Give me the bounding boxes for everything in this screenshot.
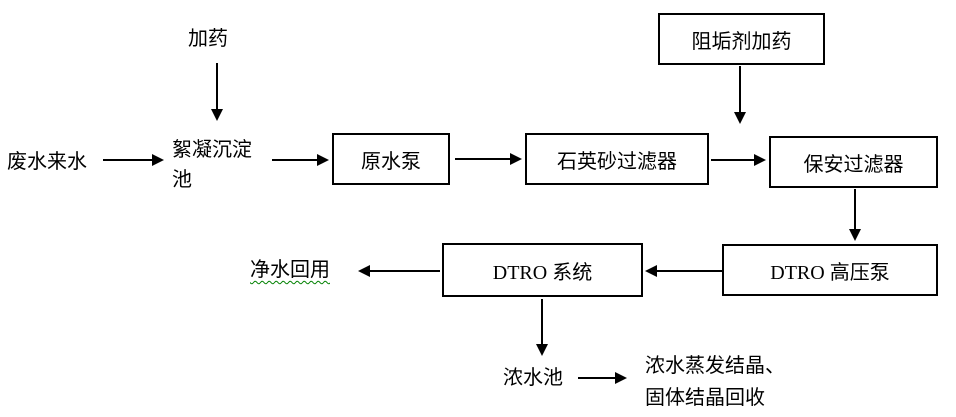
arrow-antiscalant-to-filter-line [734,66,746,124]
label-clean-water-reuse: 净水回用 [250,259,330,281]
node-antiscalant-dosing: 阻垢剂加药 [658,13,825,65]
arrow-dtro-pump-to-dtro-system [645,265,722,277]
arrow-dosing-to-flocculation-tank [211,63,223,121]
label-wastewater-inflow: 废水来水 [7,151,87,173]
node-quartz-sand-filter: 石英砂过滤器 [525,133,709,185]
node-dtro-high-pressure-pump: DTRO 高压泵 [722,244,938,296]
arrow-concentrate-tank-to-evaporation [578,372,627,384]
node-dtro-system: DTRO 系统 [442,243,643,297]
arrow-dtro-system-to-concentrate-tank [536,299,548,356]
node-cartridge-filter: 保安过滤器 [769,136,938,188]
label-dosing: 加药 [188,28,228,50]
arrow-cartridge-filter-to-dtro-pump [849,189,861,241]
arrow-quartz-sand-filter-to-cartridge-filter [711,154,766,166]
arrow-wastewater-to-flocculation-tank [103,154,164,166]
arrow-flocculation-tank-to-raw-water-pump [272,154,329,166]
label-concentrate-tank: 浓水池 [503,367,563,389]
label-evaporation-crystallization: 浓水蒸发结晶、 固体结晶回收 [645,355,785,409]
arrow-raw-water-pump-to-quartz-sand-filter [455,153,522,165]
node-raw-water-pump: 原水泵 [332,133,450,185]
label-flocculation-tank: 絮凝沉淀池 [172,139,252,191]
arrow-dtro-system-to-clean-water-reuse [358,265,440,277]
